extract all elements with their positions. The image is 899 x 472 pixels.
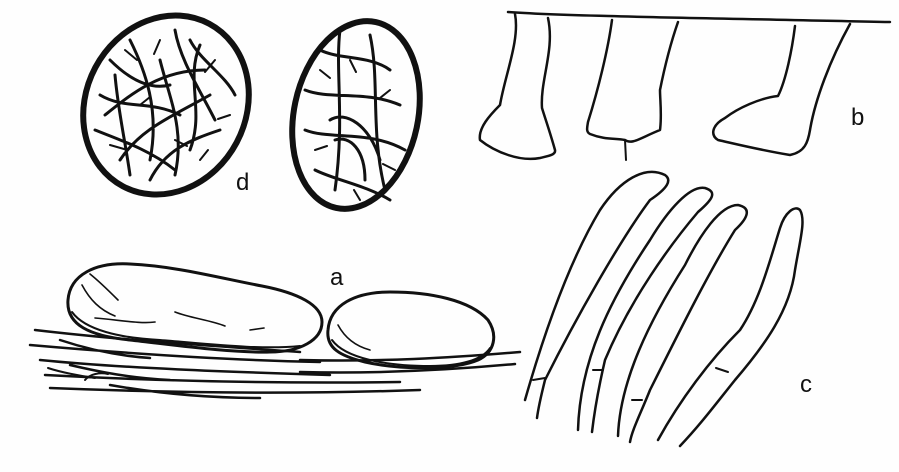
hypha-4-septum xyxy=(716,368,728,372)
hypha-1 xyxy=(525,172,668,418)
label-a: a xyxy=(330,264,344,291)
hair-2-stalk xyxy=(625,140,626,160)
panel-d-seeds: d xyxy=(52,0,436,224)
cuticle-line xyxy=(508,12,890,22)
label-b: b xyxy=(851,104,864,131)
cushion-large xyxy=(68,264,322,352)
hypha-4 xyxy=(658,208,803,446)
label-d: d xyxy=(236,169,249,196)
hair-2 xyxy=(587,20,678,142)
hypha-1-septum xyxy=(533,378,545,380)
panel-c-hyphae: c xyxy=(525,172,812,446)
label-c: c xyxy=(800,371,812,398)
hypha-2 xyxy=(578,188,712,432)
hair-1 xyxy=(480,14,555,159)
panel-b-hairs: b xyxy=(480,12,890,160)
hypha-3 xyxy=(618,205,747,442)
panel-a-cushions: a xyxy=(30,264,520,398)
substrate-hatching xyxy=(30,330,520,398)
hair-3 xyxy=(713,24,850,155)
seed-right-drawing xyxy=(276,9,437,221)
